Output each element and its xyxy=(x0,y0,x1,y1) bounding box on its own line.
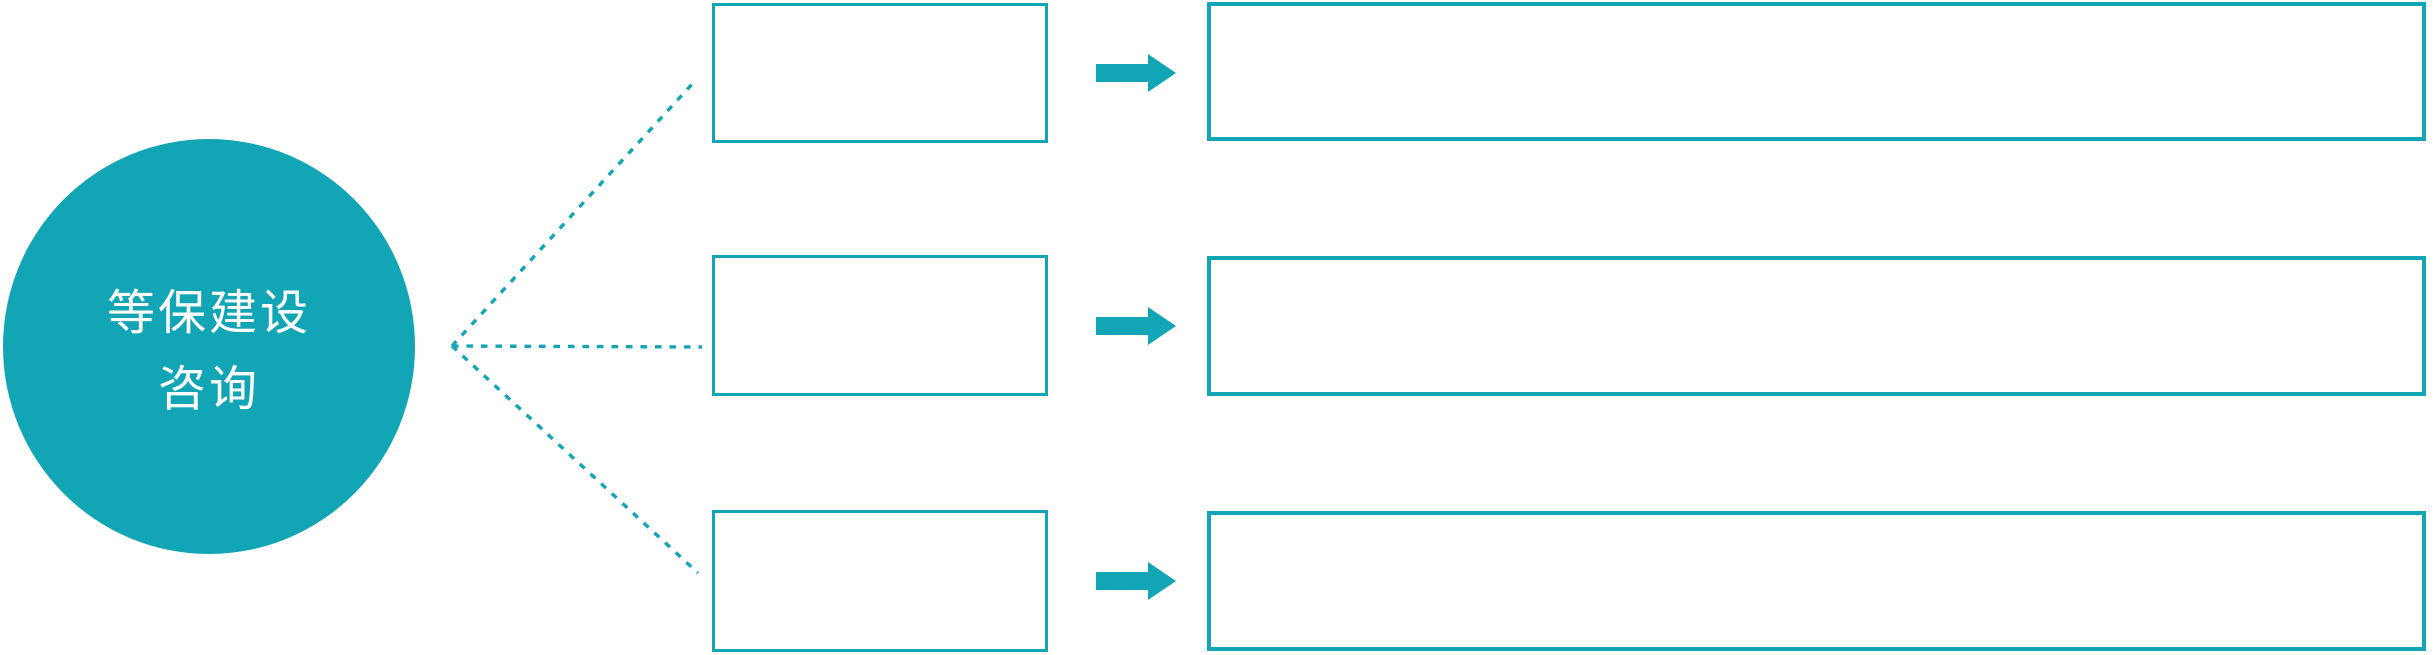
detail-box-row2 xyxy=(1207,256,2426,396)
small-box-row3 xyxy=(712,510,1048,652)
hub-circle-label-line2: 咨询 xyxy=(157,362,260,416)
connector-dotted-line-bottom xyxy=(450,344,700,575)
small-box-row1 xyxy=(712,3,1048,143)
hub-circle-label-line1: 等保建设 xyxy=(106,286,311,340)
right-arrow-icon xyxy=(1096,307,1176,345)
connector-dotted-line-top xyxy=(450,80,696,348)
connector-dotted-line-middle xyxy=(451,344,703,349)
detail-box-row1 xyxy=(1207,2,2426,141)
right-arrow-icon xyxy=(1096,562,1176,600)
small-box-row2 xyxy=(712,255,1048,396)
right-arrow-icon xyxy=(1096,54,1176,92)
detail-box-row3 xyxy=(1207,511,2426,651)
hub-circle: 等保建设 咨询 xyxy=(3,139,415,554)
